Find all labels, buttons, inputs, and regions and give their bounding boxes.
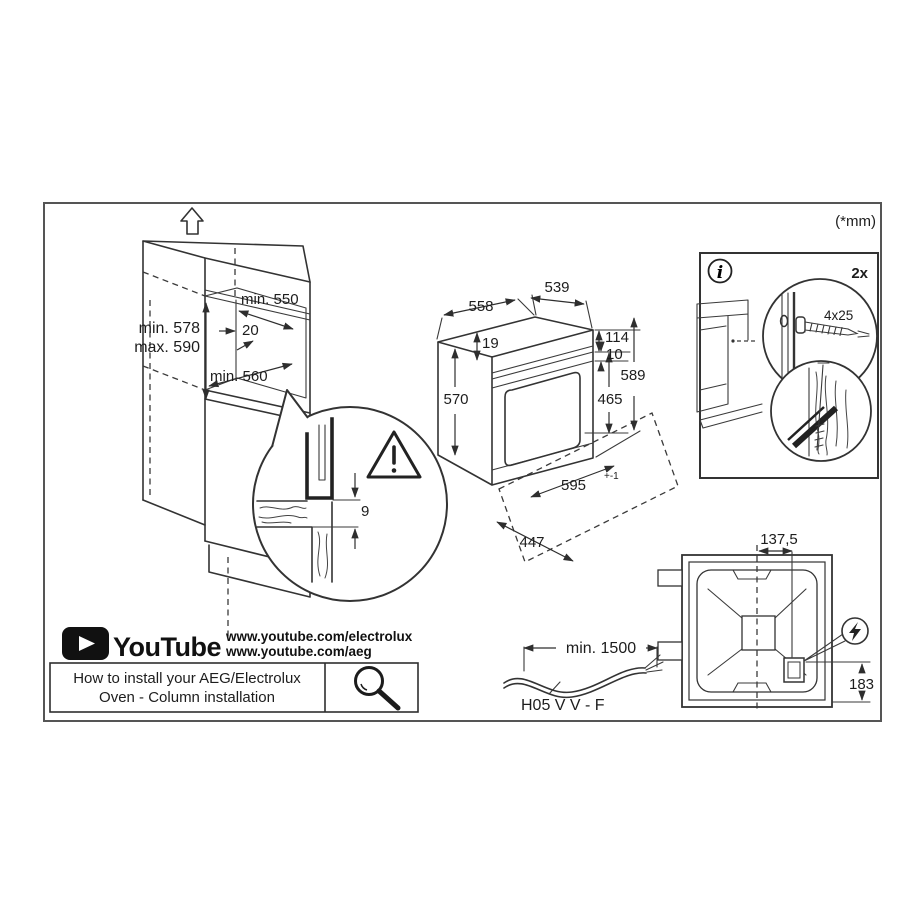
fixing-detail-circle	[770, 360, 872, 462]
screw-hole	[731, 339, 735, 343]
youtube-url-electrolux: www.youtube.com/electrolux	[225, 629, 413, 644]
cable-line-2	[503, 672, 647, 699]
dim-ext-183	[805, 661, 871, 703]
dim-gap: 10	[606, 346, 623, 363]
magnifier-circle	[252, 406, 448, 602]
caption-line-1: How to install your AEG/Electrolux	[73, 670, 301, 687]
oven-diagram: 558 539 19 114 10 570 465 589 595 +-1 44…	[436, 279, 679, 563]
dim-top-width: min. 550	[241, 291, 299, 308]
screw-icon	[795, 316, 870, 338]
dim-arrow-558	[443, 298, 516, 317]
youtube-wordmark: YouTube	[113, 632, 221, 662]
dim-top-inset: 19	[482, 335, 499, 352]
cabinet-hidden-edges	[142, 248, 236, 638]
dim-height-max: max. 590	[134, 339, 200, 356]
brace-lines	[707, 588, 807, 676]
electricity-icon	[803, 617, 869, 662]
dim-panel-gap: 9	[361, 503, 369, 520]
dim-bottom-width: 447	[519, 534, 544, 551]
side-tab-upper	[657, 569, 683, 587]
cable-line-1	[503, 667, 646, 694]
dim-rear-gap: 20	[242, 322, 259, 339]
dim-arrow-447	[496, 521, 574, 562]
oven-corner-sketch	[696, 299, 763, 429]
shelf-edges	[256, 500, 333, 583]
units-note: (*mm)	[835, 213, 876, 230]
panel-notches	[732, 569, 772, 693]
caption-box: How to install your AEG/Electrolux Oven …	[49, 662, 419, 713]
oven-front-lines	[491, 345, 594, 471]
dim-total-height: 589	[620, 367, 645, 384]
youtube-url-aeg: www.youtube.com/aeg	[225, 644, 372, 659]
flange-bar	[791, 405, 839, 449]
oven-door-window	[504, 371, 581, 467]
dim-ext-9	[311, 499, 361, 528]
dim-depth-tolerance: +-1	[604, 471, 619, 482]
dim-terminal-offset: 137,5	[760, 531, 798, 548]
oven-top-face	[437, 316, 594, 358]
dim-cable-length: min. 1500	[566, 640, 636, 657]
rear-view-diagram: 137,5 183	[657, 531, 874, 712]
wood-grain	[258, 514, 308, 519]
cabinet-top-face	[142, 240, 311, 283]
cabinet-diagram: min. 550 20 min. 560 min. 578 max. 590	[134, 207, 311, 638]
detail-magnifier: 9	[252, 389, 448, 602]
cable-type-label: H05 V V - F	[521, 697, 605, 714]
cabinet-base	[142, 499, 311, 598]
dim-bottom-depth: min. 560	[210, 368, 268, 385]
magnifier-tail	[271, 389, 309, 448]
flange-section	[305, 417, 334, 500]
caption-line-2: Oven - Column installation	[99, 689, 275, 706]
warning-icon	[366, 430, 422, 479]
page-border	[43, 202, 882, 722]
dim-top-depth: 539	[544, 279, 569, 296]
center-plate	[741, 615, 776, 651]
dim-terminal-height: 183	[849, 676, 874, 693]
quantity-label: 2x	[851, 265, 868, 282]
dim-height-min: min. 578	[139, 320, 200, 337]
terminal-box	[783, 657, 805, 683]
wood-grain	[324, 533, 328, 579]
side-tab-lower	[657, 641, 683, 661]
dim-side-height: 570	[443, 391, 468, 408]
youtube-play-icon	[62, 627, 109, 660]
dim-upper-section: 114	[605, 329, 629, 346]
terminal-box-inner	[787, 661, 801, 679]
screw-in-wood	[814, 362, 830, 451]
screw-detail-circle: 4x25	[762, 278, 878, 394]
dim-door-height: 465	[597, 391, 622, 408]
wood-grain	[317, 531, 321, 577]
cable-strands	[548, 654, 664, 695]
screw-size-label: 4x25	[824, 308, 853, 323]
flange-bar-2	[787, 406, 825, 441]
pull-up-arrow-icon	[180, 207, 204, 235]
dim-arrow-560	[208, 362, 293, 388]
rear-inner	[688, 561, 826, 701]
info-icon: i	[707, 258, 733, 284]
mounting-panel: i 2x 4x25	[696, 252, 879, 479]
flange-inner	[318, 424, 326, 481]
wood-grain	[259, 506, 307, 510]
magnifier-icon	[354, 666, 401, 711]
dim-arrow-539	[530, 295, 585, 307]
wood-grain	[261, 521, 292, 524]
oven-body	[437, 329, 594, 486]
dim-depth: 595	[561, 477, 586, 494]
dim-arrow-20b	[236, 340, 254, 351]
dim-width: 558	[468, 298, 493, 315]
niche-interior	[204, 287, 307, 399]
youtube-banner: YouTube www.youtube.com/electrolux www.y…	[62, 627, 413, 662]
dim-arrow-595	[530, 465, 615, 498]
lightning-bolt	[849, 622, 861, 641]
svg-text:i: i	[717, 263, 723, 283]
dim-arrow-550	[238, 310, 294, 330]
caption-border	[49, 662, 419, 713]
washer-icon	[779, 314, 789, 328]
power-cable-diagram: min. 1500 H05 V V - F	[503, 640, 664, 714]
